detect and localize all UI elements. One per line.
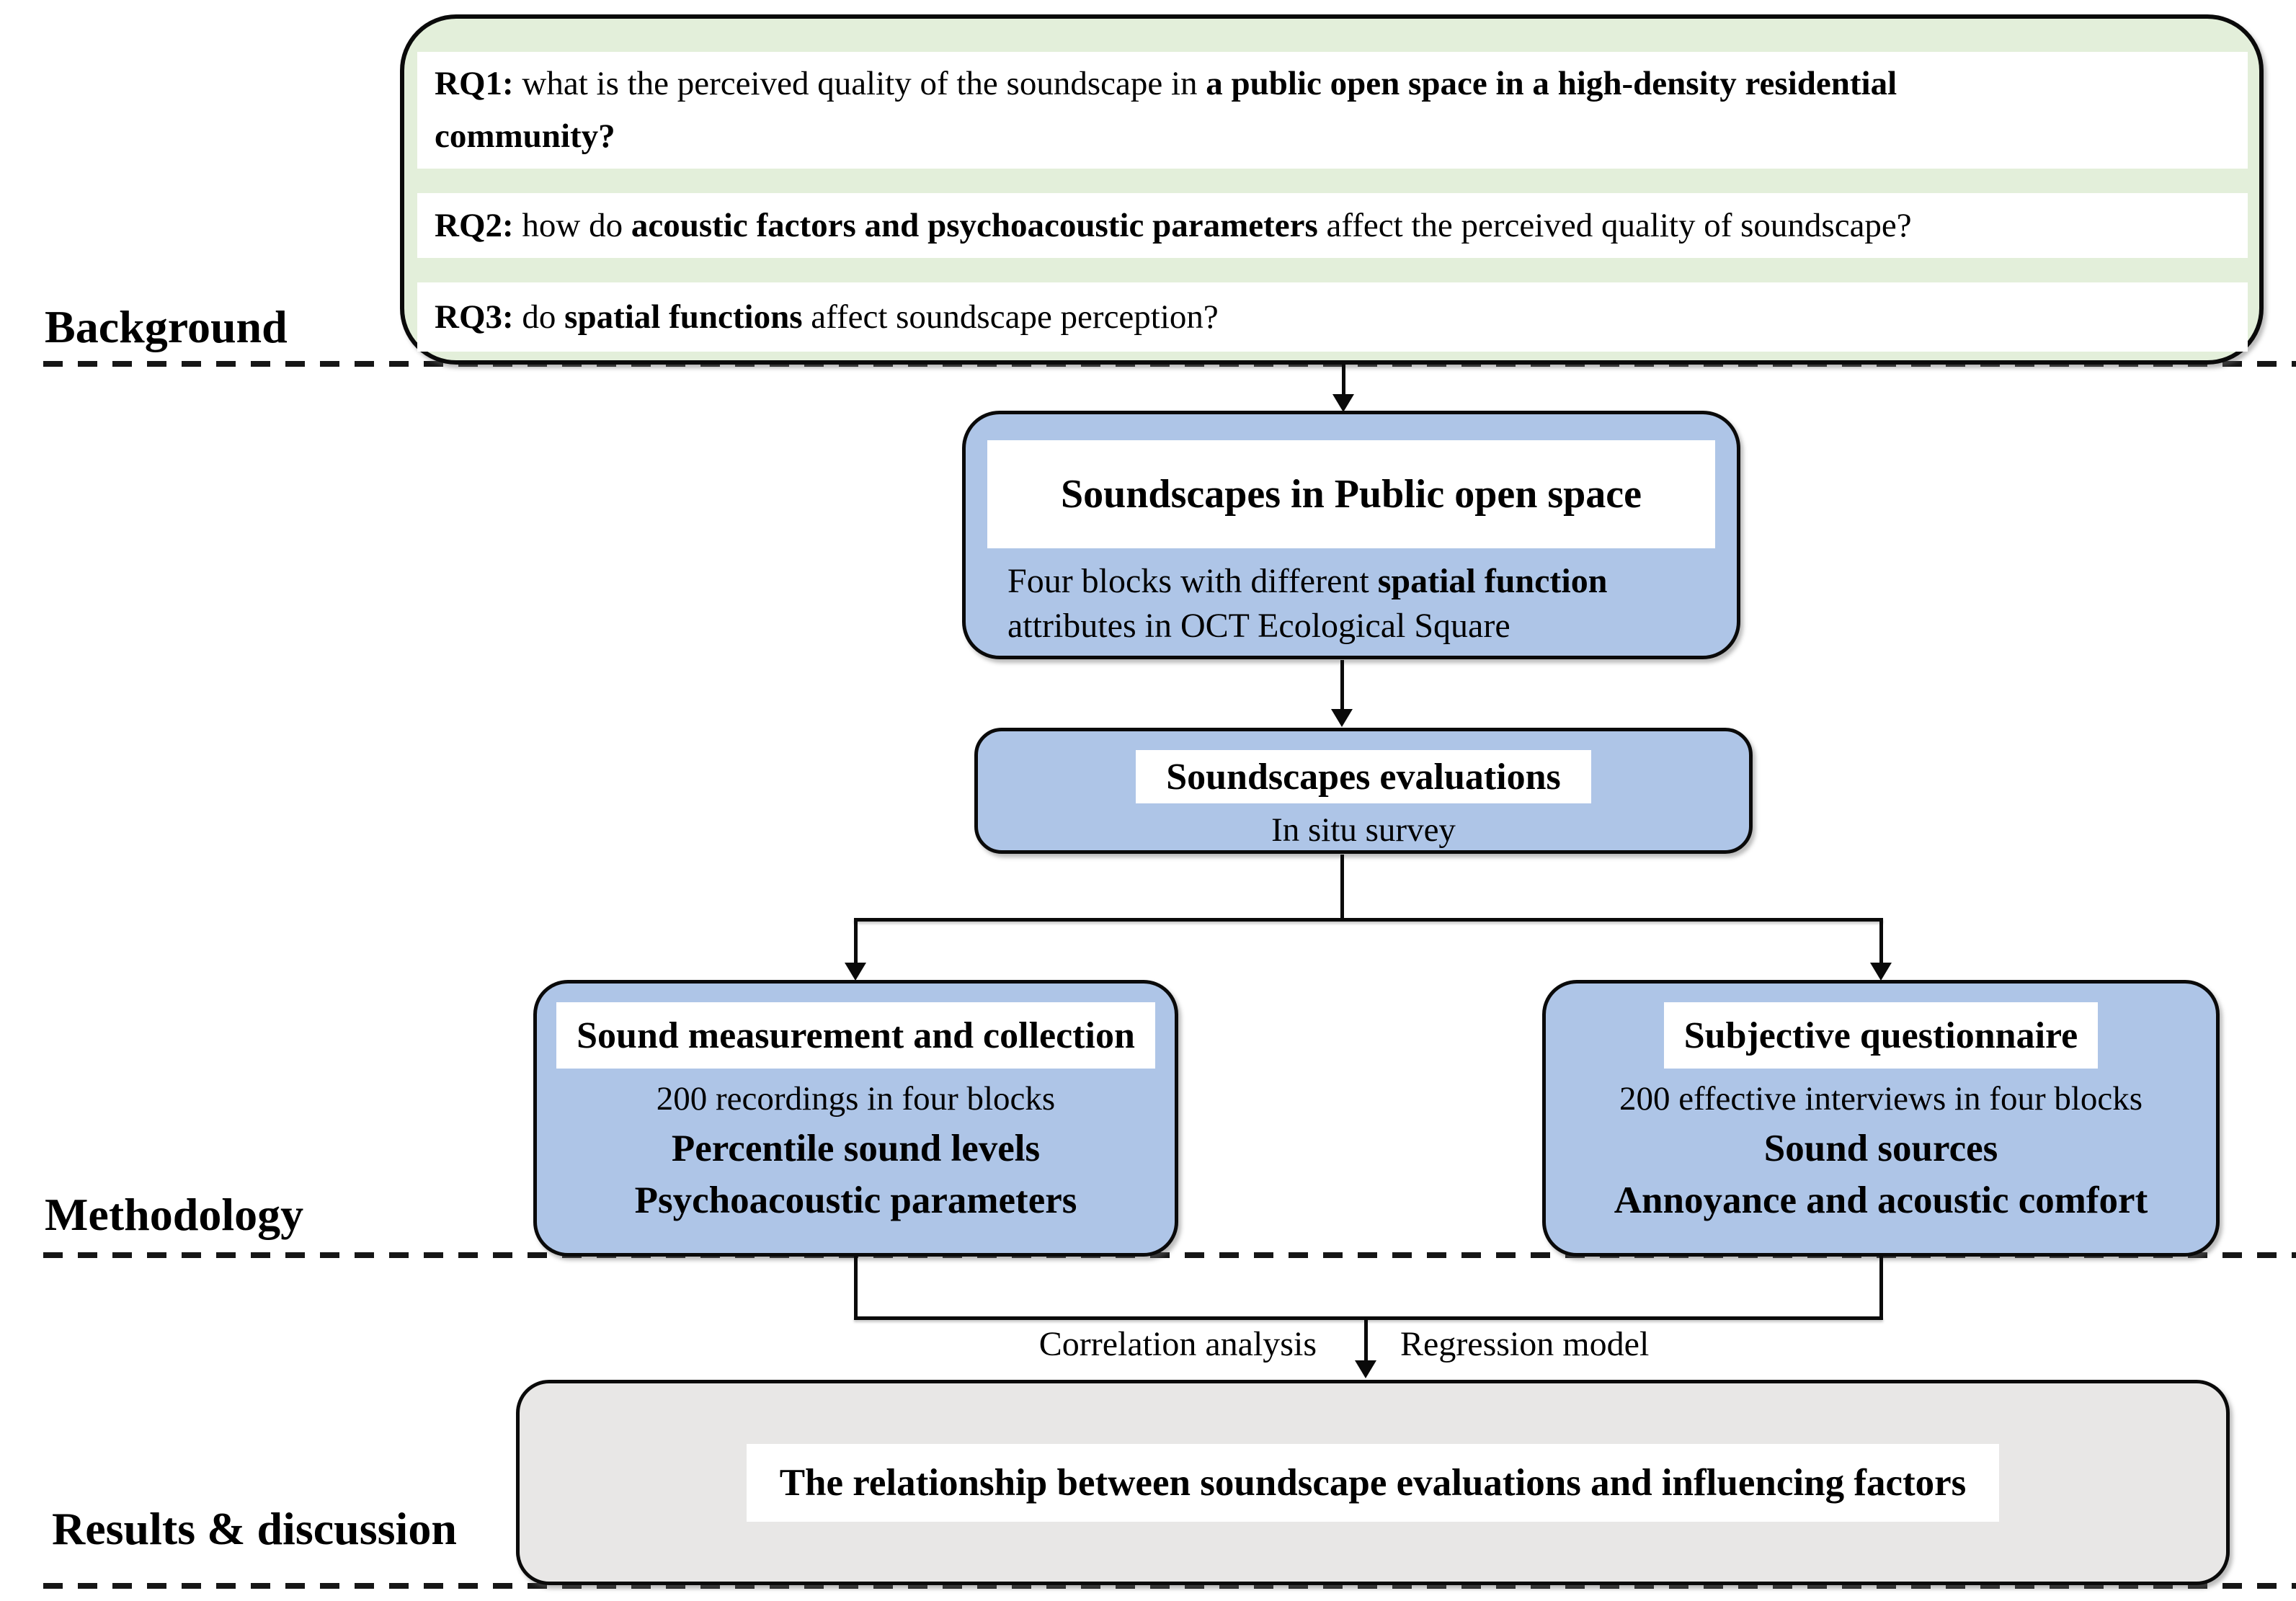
rq3-label: RQ3:: [435, 298, 514, 336]
rq3-text2: affect soundscape perception?: [802, 298, 1219, 336]
subjective-questionnaire-box: Subjective questionnaire 200 effective i…: [1542, 980, 2220, 1257]
merge-center-arrow-head: [1355, 1360, 1376, 1378]
rightbox-line3: Annoyance and acoustic comfort: [1614, 1179, 2148, 1221]
split-right-arrow-head: [1870, 963, 1892, 981]
soundscapes-evaluations-box: Soundscapes evaluations In situ survey: [974, 728, 1753, 854]
rq1-row: RQ1: what is the perceived quality of th…: [417, 52, 2248, 169]
box1-title-strip: Soundscapes in Public open space: [987, 440, 1715, 548]
leftbox-line2: Percentile sound levels: [671, 1128, 1041, 1169]
merge-right-line: [1879, 1257, 1883, 1320]
leftbox-title-strip: Sound measurement and collection: [556, 1002, 1155, 1069]
soundscapes-public-open-space-box: Soundscapes in Public open space Four bl…: [962, 411, 1740, 659]
rq2-text2: affect the perceived quality of soundsca…: [1317, 206, 1912, 244]
rq2-row: RQ2: how do acoustic factors and psychoa…: [417, 193, 2248, 258]
leftbox-title: Sound measurement and collection: [577, 1014, 1135, 1056]
rightbox-line1: 200 effective interviews in four blocks: [1619, 1080, 2143, 1118]
graybox-title: The relationship between soundscape eval…: [779, 1461, 1967, 1504]
research-questions-box: RQ1: what is the perceived quality of th…: [400, 14, 2264, 365]
regression-model-label: Regression model: [1400, 1325, 1650, 1363]
rightbox-line2: Sound sources: [1763, 1128, 1998, 1169]
arrow-rq-to-box1-line: [1342, 365, 1345, 396]
leftbox-line3: Psychoacoustic parameters: [634, 1179, 1077, 1221]
leftbox-line1: 200 recordings in four blocks: [656, 1080, 1056, 1118]
rq1-line1: RQ1: what is the perceived quality of th…: [435, 58, 2248, 110]
split-stem-line: [1340, 855, 1344, 921]
box1-body: Four blocks with different spatial funct…: [966, 559, 1737, 648]
section-label-methodology: Methodology: [45, 1189, 304, 1240]
box1-body-line1: Four blocks with different spatial funct…: [1007, 559, 1737, 604]
rightbox-title-strip: Subjective questionnaire: [1663, 1002, 2099, 1069]
arrow-rq-to-box1-head: [1332, 394, 1354, 412]
box1-title: Soundscapes in Public open space: [1061, 472, 1642, 517]
rq3-line: RQ3: do spatial functions affect soundsc…: [435, 291, 2248, 344]
split-left-drop-line: [854, 918, 858, 964]
rq1-bold: a public open space in a high-density re…: [1206, 65, 1897, 102]
merge-left-line: [854, 1257, 858, 1320]
box1-body-bold: spatial function: [1377, 562, 1608, 600]
divider-results-section: [43, 1583, 2296, 1589]
rq2-line: RQ2: how do acoustic factors and psychoa…: [435, 200, 2248, 252]
rq3-row: RQ3: do spatial functions affect soundsc…: [417, 282, 2248, 352]
rq2-text1: how do: [513, 206, 631, 244]
correlation-analysis-label: Correlation analysis: [1038, 1325, 1317, 1363]
rq2-label: RQ2:: [435, 206, 514, 244]
rq1-label: RQ1:: [435, 65, 514, 102]
box2-title-strip: Soundscapes evaluations: [1136, 750, 1591, 803]
section-label-background: Background: [45, 301, 288, 352]
merge-center-arrow-line: [1364, 1320, 1368, 1362]
arrow-box1-to-box2-line: [1340, 660, 1344, 710]
sound-measurement-box: Sound measurement and collection 200 rec…: [533, 980, 1178, 1257]
rq1-line2: community?: [435, 117, 615, 155]
merge-cross-line: [854, 1316, 1883, 1320]
split-left-arrow-head: [845, 963, 866, 981]
box2-title: Soundscapes evaluations: [1166, 756, 1561, 798]
section-label-results: Results & discussion: [52, 1503, 457, 1554]
box2-subtitle: In situ survey: [1271, 811, 1456, 849]
arrow-box1-to-box2-head: [1331, 709, 1353, 727]
rightbox-title: Subjective questionnaire: [1683, 1014, 2078, 1056]
split-right-drop-line: [1879, 918, 1883, 964]
box1-body-line2: attributes in OCT Ecological Square: [1007, 607, 1510, 645]
rq3-bold: spatial functions: [564, 298, 803, 336]
divider-methodology-section: [43, 1252, 2296, 1258]
rq2-bold: acoustic factors and psychoacoustic para…: [631, 206, 1318, 244]
split-cross-line: [854, 918, 1883, 922]
rq1-text: what is the perceived quality of the sou…: [513, 65, 1206, 102]
box1-body-pre: Four blocks with different: [1007, 562, 1378, 600]
results-relationship-box: The relationship between soundscape eval…: [516, 1380, 2230, 1585]
rq3-text1: do: [513, 298, 565, 336]
graybox-title-strip: The relationship between soundscape eval…: [746, 1443, 2000, 1522]
